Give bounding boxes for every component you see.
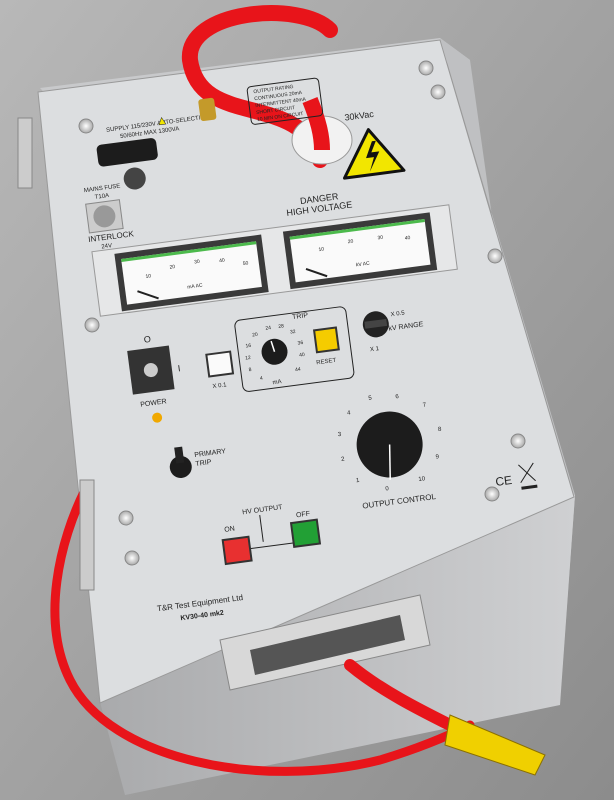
trip-unit: mA (272, 379, 282, 386)
hv-cable-bottom (50, 485, 475, 776)
current-meter: 10 20 30 40 50 mA AC (114, 234, 269, 312)
left-hinge (17, 117, 33, 189)
svg-text:40: 40 (299, 352, 306, 359)
hv-off-label: OFF (296, 511, 311, 520)
meter-needle (137, 290, 159, 300)
svg-text:8: 8 (248, 367, 252, 373)
crocodile-clip[interactable] (444, 714, 546, 776)
weee-bin-icon (518, 462, 538, 490)
svg-text:10: 10 (145, 273, 152, 280)
hv-on-button[interactable] (221, 535, 253, 566)
hv-off-button[interactable] (289, 518, 322, 548)
svg-text:36: 36 (297, 340, 304, 347)
reset-button[interactable] (312, 326, 340, 354)
svg-text:9: 9 (435, 454, 440, 460)
output-control-scale: 0 1 2 3 4 5 6 7 8 9 10 (338, 394, 443, 493)
power-label: POWER (140, 398, 167, 408)
iec-power-inlet[interactable] (96, 137, 158, 167)
mains-fuse-label: MAINS FUSE (84, 184, 121, 195)
svg-text:24: 24 (265, 325, 272, 332)
svg-text:40: 40 (405, 235, 412, 242)
earth-terminal[interactable] (198, 97, 217, 122)
svg-text:28: 28 (278, 323, 285, 330)
trip-panel (234, 306, 355, 392)
svg-text:20: 20 (169, 264, 176, 271)
svg-text:32: 32 (290, 329, 297, 336)
interlock-voltage: 24V (101, 243, 112, 250)
svg-text:10: 10 (318, 246, 325, 253)
meter-unit: kV AC (356, 261, 371, 269)
ce-mark: CE (495, 473, 513, 489)
hv-on-label: ON (224, 525, 235, 533)
voltage-label: 30kVac (344, 109, 375, 123)
svg-text:8: 8 (438, 427, 443, 433)
trip-dial-scale: 4 8 12 16 20 24 28 32 36 40 44 (245, 323, 306, 382)
power-indicator-lamp (152, 412, 163, 423)
svg-text:30: 30 (194, 259, 201, 266)
x01-button[interactable] (205, 350, 235, 378)
trip-label: TRIP (292, 312, 309, 321)
svg-text:5: 5 (368, 395, 373, 401)
svg-text:12: 12 (245, 355, 252, 362)
svg-text:30: 30 (377, 235, 384, 242)
kv-range-label: kV RANGE (388, 321, 424, 333)
high-voltage-warning-icon (342, 128, 406, 180)
svg-text:16: 16 (245, 343, 252, 350)
left-hinge-lower (79, 479, 95, 591)
svg-text:6: 6 (395, 394, 400, 400)
svg-text:TRIP: TRIP (195, 459, 212, 468)
kv-range-x05: X 0.5 (390, 310, 405, 318)
svg-text:7: 7 (422, 402, 427, 408)
svg-text:4: 4 (260, 376, 264, 382)
kv-range-x1: X 1 (370, 346, 380, 353)
svg-text:40: 40 (219, 257, 226, 264)
svg-text:44: 44 (295, 367, 302, 374)
voltage-meter: 10 20 30 40 kV AC (282, 212, 438, 290)
primary-trip-label: PRIMARY (194, 448, 227, 459)
svg-text:10: 10 (418, 476, 426, 483)
power-on-label: I (177, 363, 181, 373)
svg-text:0: 0 (385, 486, 390, 492)
reset-label: RESET (316, 358, 337, 367)
x01-label: X 0.1 (212, 382, 227, 390)
svg-text:3: 3 (338, 432, 343, 438)
svg-text:SHORT CIRCUIT: SHORT CIRCUIT (256, 105, 295, 116)
meter-needle (305, 268, 328, 278)
svg-text:20: 20 (347, 239, 354, 246)
fuse-holder[interactable] (122, 166, 147, 191)
fuse-rating: T10A (95, 193, 110, 201)
svg-text:1: 1 (356, 478, 361, 484)
warning-icon (158, 116, 167, 126)
svg-text:50: 50 (242, 260, 249, 267)
power-off-label: O (143, 334, 151, 345)
meter-unit: mA AC (187, 283, 203, 291)
svg-text:4: 4 (347, 410, 352, 416)
clip-boot (344, 659, 456, 731)
carry-handle[interactable] (219, 594, 431, 691)
svg-text:20: 20 (252, 332, 259, 339)
svg-text:2: 2 (341, 456, 346, 462)
svg-text:OUTPUT RATING: OUTPUT RATING (253, 84, 294, 95)
panel-screws (78, 60, 526, 566)
primary-trip-breaker[interactable] (168, 455, 193, 480)
